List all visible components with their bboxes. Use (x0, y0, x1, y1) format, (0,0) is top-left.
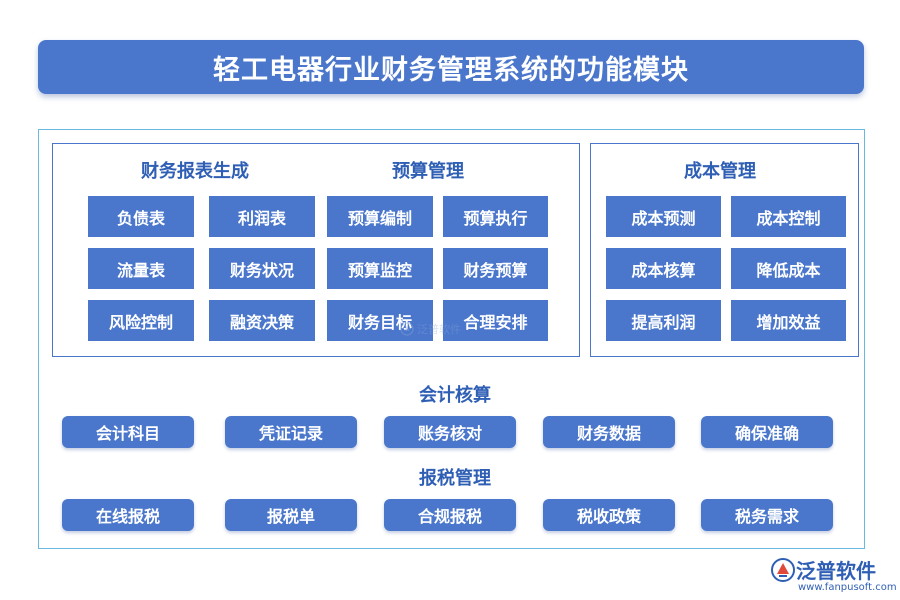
watermark-logo-icon (400, 322, 414, 336)
financial-reports-item: 融资决策 (209, 300, 315, 341)
page-title: 轻工电器行业财务管理系统的功能模块 (213, 54, 689, 86)
cost-item: 增加效益 (731, 300, 846, 341)
cost-item: 降低成本 (731, 248, 846, 289)
financial-reports-item: 利润表 (209, 196, 315, 237)
financial-reports-item: 财务状况 (209, 248, 315, 289)
tax-item: 报税单 (225, 499, 357, 531)
modules-container (38, 129, 865, 549)
tax-heading: 报税管理 (419, 468, 491, 489)
budget-heading: 预算管理 (392, 161, 464, 182)
accounting-item: 确保准确 (701, 416, 833, 448)
cost-panel (590, 143, 859, 357)
budget-item: 合理安排 (443, 300, 548, 341)
watermark: 泛普软件 (400, 318, 480, 340)
tax-item: 在线报税 (62, 499, 194, 531)
brand-logo: 泛普软件 www.fanpusoft.com (768, 555, 897, 597)
accounting-heading: 会计核算 (419, 385, 491, 406)
cost-item: 成本控制 (731, 196, 846, 237)
cost-item: 成本预测 (606, 196, 721, 237)
budget-item: 财务预算 (443, 248, 548, 289)
budget-item: 财务目标 (327, 300, 433, 341)
budget-item: 预算编制 (327, 196, 433, 237)
watermark-text: 泛普软件 (417, 323, 461, 336)
brand-name: 泛普软件 (796, 559, 876, 583)
tax-item: 税收政策 (543, 499, 675, 531)
reports-budget-panel (52, 143, 580, 357)
tax-item: 合规报税 (384, 499, 516, 531)
title-banner: 轻工电器行业财务管理系统的功能模块 (38, 40, 864, 94)
cost-item: 提高利润 (606, 300, 721, 341)
financial-reports-item: 负债表 (88, 196, 194, 237)
cost-heading: 成本管理 (684, 161, 756, 182)
accounting-item: 凭证记录 (225, 416, 357, 448)
accounting-item: 财务数据 (543, 416, 675, 448)
budget-item: 预算执行 (443, 196, 548, 237)
tax-item: 税务需求 (701, 499, 833, 531)
budget-item: 预算监控 (327, 248, 433, 289)
accounting-item: 会计科目 (62, 416, 194, 448)
financial-reports-heading: 财务报表生成 (141, 161, 249, 182)
cost-item: 成本核算 (606, 248, 721, 289)
brand-url: www.fanpusoft.com (798, 582, 897, 593)
brand-logo-icon (771, 558, 795, 582)
accounting-item: 账务核对 (384, 416, 516, 448)
financial-reports-item: 流量表 (88, 248, 194, 289)
financial-reports-item: 风险控制 (88, 300, 194, 341)
